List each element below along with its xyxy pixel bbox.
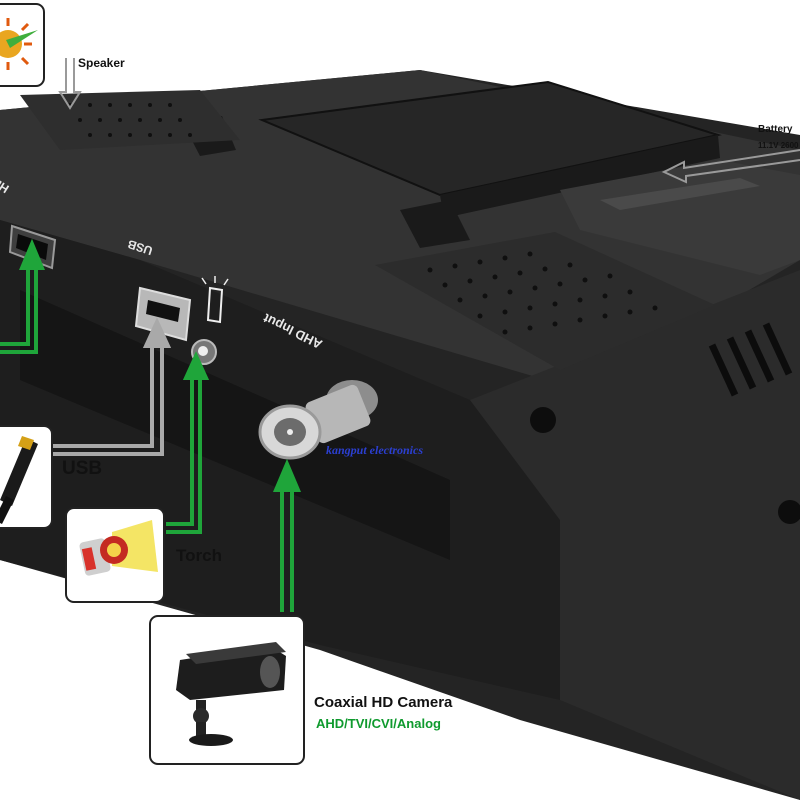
torch-icon-box: [65, 507, 165, 603]
camera-label: Coaxial HD Camera: [314, 694, 453, 711]
camera-types-label: AHD/TVI/CVI/Analog: [316, 716, 441, 731]
battery-label: Battery: [758, 124, 793, 135]
watermark-text: kangput electronics: [326, 443, 424, 457]
torch-connector-line: [166, 351, 210, 534]
speaker-label: Speaker: [78, 56, 125, 70]
speaker-grille-right: [375, 232, 715, 370]
torch-label: Torch: [176, 546, 222, 565]
speaker-grille-left: [20, 90, 240, 150]
camera-connector-line: [272, 458, 302, 612]
camera-icon: [176, 642, 286, 746]
torch-icon: [79, 520, 158, 576]
sun-icon: [0, 18, 38, 70]
usb-port: [134, 286, 192, 342]
battery-spec-label: 11.1V 2600: [758, 141, 799, 150]
camera-icon-box: [149, 615, 305, 765]
speaker-arrow: [58, 58, 82, 110]
battery-arrow: [661, 149, 800, 184]
hdmi-cable-icon: [0, 436, 38, 524]
battery-pack: [560, 160, 800, 275]
usb-connector-line: [52, 317, 172, 456]
hdmi-cable-icon-box: [0, 425, 53, 529]
bnc-connector: [258, 380, 378, 460]
usb-label: USB: [62, 458, 103, 479]
sun-icon-box: [0, 3, 45, 87]
hdmi-connector-line: [0, 238, 45, 354]
